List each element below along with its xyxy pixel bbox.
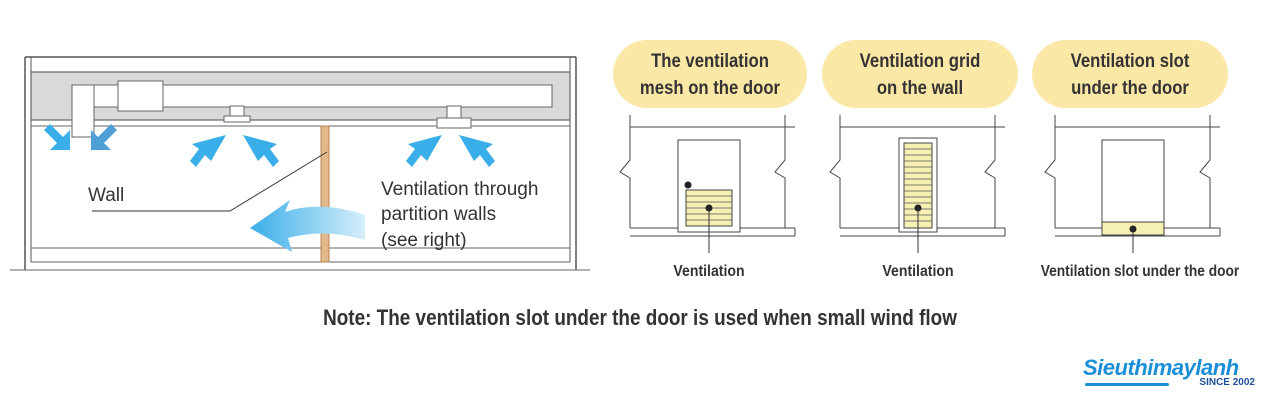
panel-door-slot: Ventilation slot under the door Ventilat… bbox=[1032, 40, 1239, 280]
panel-3-title-bubble bbox=[1032, 40, 1228, 108]
panel-door-mesh: The ventilation mesh on the door Ventila… bbox=[613, 40, 807, 280]
ceiling-diffuser-2 bbox=[446, 105, 462, 119]
brand-logo: Sieuthimaylanh SINCE 2002 bbox=[1083, 355, 1265, 397]
wall-label: Wall bbox=[88, 185, 124, 206]
partition-label-line-2: partition walls bbox=[381, 204, 496, 225]
supply-arrow-1b bbox=[243, 135, 279, 167]
panel-2-title-line-2: on the wall bbox=[877, 77, 963, 98]
panel-3-title-line-1: Ventilation slot bbox=[1071, 50, 1190, 71]
panel-1-title-line-1: The ventilation bbox=[651, 50, 769, 71]
partition-wall bbox=[320, 125, 330, 263]
partition-label-line-3: (see right) bbox=[381, 230, 467, 251]
panel-1-title-bubble bbox=[613, 40, 807, 108]
panel-3-caption: Ventilation slot under the door bbox=[1041, 262, 1240, 280]
airflow-arrows bbox=[44, 124, 495, 167]
panel-1-caption: Ventilation bbox=[673, 262, 744, 280]
panel-3-title-line-2: under the door bbox=[1071, 77, 1189, 98]
return-arrow-left bbox=[44, 124, 70, 150]
logo-underline bbox=[1085, 383, 1169, 386]
panel-2-title-line-1: Ventilation grid bbox=[860, 50, 981, 71]
footnote: Note: The ventilation slot under the doo… bbox=[323, 305, 957, 330]
panel-2-caption: Ventilation bbox=[882, 262, 953, 280]
duct-fan-unit bbox=[117, 80, 164, 112]
supply-arrow-1a bbox=[190, 135, 226, 167]
building-section: Wall Ventilation through partition walls… bbox=[10, 56, 590, 271]
panel-wall-grid: Ventilation grid on the wall Ventila bbox=[822, 40, 1018, 280]
logo-since: SINCE 2002 bbox=[1199, 377, 1255, 388]
logo-name: Sieuthimaylanh bbox=[1083, 355, 1239, 380]
partition-flow-arrow bbox=[250, 200, 365, 252]
supply-arrow-2b bbox=[459, 135, 495, 167]
supply-arrow-2a bbox=[406, 135, 442, 167]
door-3 bbox=[1101, 139, 1165, 223]
return-arrow-right bbox=[91, 124, 117, 150]
partition-label-line-1: Ventilation through bbox=[381, 179, 538, 200]
wall-leader-line bbox=[92, 151, 328, 212]
ceiling-diffuser-1 bbox=[229, 105, 245, 117]
panel-1-title-line-2: mesh on the door bbox=[640, 77, 780, 98]
panel-2-title-bubble bbox=[822, 40, 1018, 108]
door-knob bbox=[684, 181, 692, 189]
